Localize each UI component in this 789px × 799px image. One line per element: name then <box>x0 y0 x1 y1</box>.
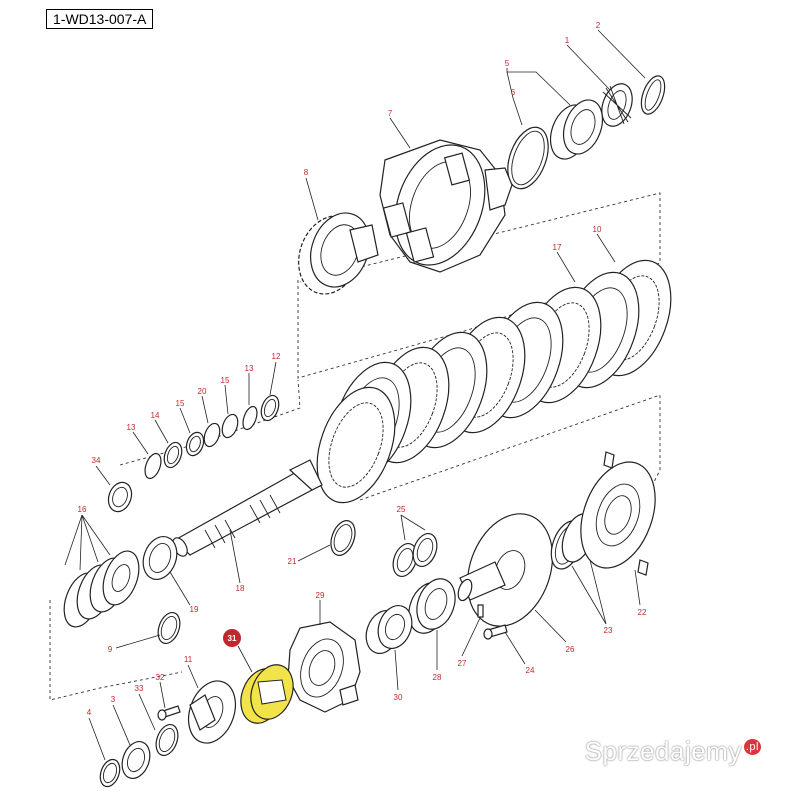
part-3-bearing <box>121 741 151 779</box>
part-9-snap-ring <box>157 611 181 645</box>
callout-13b: 13 <box>127 423 136 432</box>
callout-12: 12 <box>272 352 281 361</box>
callout-5: 5 <box>505 59 510 68</box>
callout-22: 22 <box>638 608 647 617</box>
callout-14: 14 <box>151 411 160 420</box>
part-18-shaft <box>172 459 323 557</box>
part-33-ring <box>155 723 179 757</box>
callout-34: 34 <box>92 456 101 465</box>
part-19-bearing <box>142 536 178 580</box>
part-11-flange <box>188 680 236 744</box>
watermark-logo: Sprzedajemy.pl <box>585 736 761 767</box>
part-26-flange <box>457 513 554 627</box>
part-34-bushing <box>107 481 133 513</box>
part-8-gear <box>298 212 379 295</box>
callout-19: 19 <box>190 605 199 614</box>
callout-11: 11 <box>184 655 193 664</box>
callout-1: 1 <box>565 36 570 45</box>
callout-31: 31 <box>228 634 237 643</box>
callout-28: 28 <box>433 673 442 682</box>
callout-30: 30 <box>394 693 403 702</box>
part-27-pin <box>477 604 484 618</box>
callout-4: 4 <box>87 708 92 717</box>
part-28-bearing <box>408 578 456 634</box>
part-22-piston <box>580 451 656 576</box>
callout-15b: 15 <box>176 399 185 408</box>
callout-20: 20 <box>198 387 207 396</box>
callout-18: 18 <box>236 584 245 593</box>
callout-8: 8 <box>304 168 309 177</box>
callout-2: 2 <box>596 21 601 30</box>
callout-29: 29 <box>316 591 325 600</box>
callout-27: 27 <box>458 659 467 668</box>
callout-25: 25 <box>397 505 406 514</box>
part-25-rings <box>392 532 438 578</box>
part-21-snap-ring <box>330 520 356 556</box>
callout-31-badge: 31 <box>223 629 241 647</box>
callout-6: 6 <box>511 88 516 97</box>
callout-21: 21 <box>288 557 297 566</box>
callout-33: 33 <box>135 684 144 693</box>
part-2-snap-ring <box>640 75 666 115</box>
callout-3: 3 <box>111 695 116 704</box>
callout-10: 10 <box>593 225 602 234</box>
part-16-gear-pack <box>63 550 140 628</box>
part-7-clutch-housing <box>379 139 513 273</box>
callout-17: 17 <box>553 243 562 252</box>
part-1-needle-bearing <box>601 83 633 127</box>
callout-26: 26 <box>566 645 575 654</box>
callout-15a: 15 <box>221 376 230 385</box>
part-30-roller-cage <box>365 605 413 654</box>
callout-24: 24 <box>526 666 535 675</box>
callout-labels: 2 1 5 6 7 8 10 17 12 13 15 20 15 14 13 3… <box>78 21 647 717</box>
part-5-bearing <box>549 99 604 160</box>
part-24-bolt <box>483 624 508 640</box>
leader-lines <box>64 29 646 761</box>
callout-16: 16 <box>78 505 87 514</box>
callout-32: 32 <box>156 673 165 682</box>
part-29-housing <box>287 621 361 713</box>
small-rings-group <box>144 394 280 480</box>
callout-23: 23 <box>604 626 613 635</box>
callout-7: 7 <box>388 109 393 118</box>
watermark-suffix: .pl <box>743 739 761 756</box>
reference-code-label: 1-WD13-007-A <box>46 9 154 29</box>
callout-13a: 13 <box>245 364 254 373</box>
clutch-disc-stack <box>316 259 672 504</box>
watermark-text: Sprzedajemy <box>584 736 742 766</box>
part-6-snap-ring <box>507 126 549 190</box>
part-31-highlighted <box>240 664 294 724</box>
part-32-bolt <box>157 705 181 721</box>
callout-9: 9 <box>108 645 113 654</box>
part-4-snap-ring <box>99 758 121 788</box>
